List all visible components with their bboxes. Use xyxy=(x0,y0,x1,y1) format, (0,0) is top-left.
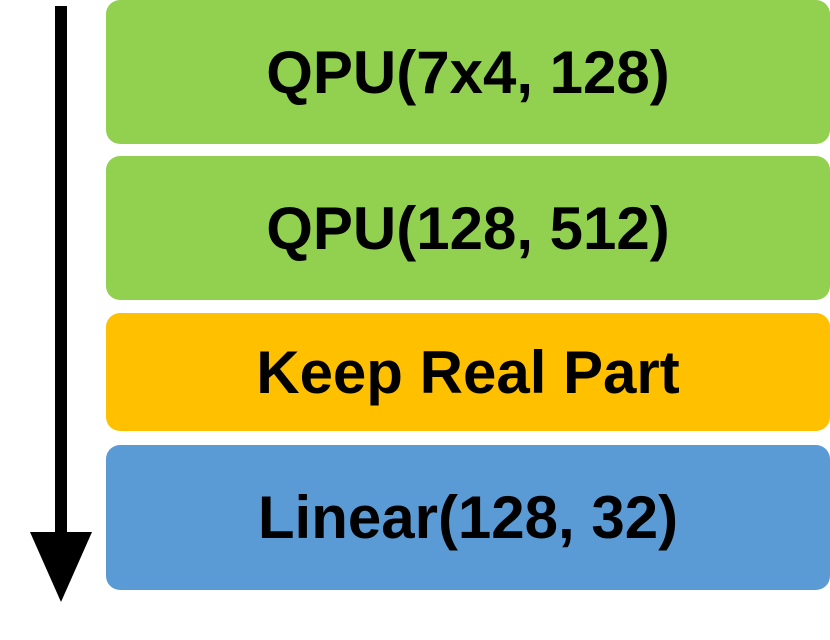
layer-label: QPU(128, 512) xyxy=(266,194,670,262)
layer-label: Keep Real Part xyxy=(256,338,680,406)
layer-block-qpu-2: QPU(128, 512) xyxy=(106,156,830,300)
arrow-shaft xyxy=(55,6,67,534)
arrowhead xyxy=(30,532,92,602)
flow-direction-arrow xyxy=(30,6,92,602)
layer-block-keep-real-part: Keep Real Part xyxy=(106,313,830,431)
layer-label: Linear(128, 32) xyxy=(257,484,679,551)
layer-block-qpu-1: QPU(7x4, 128) xyxy=(106,0,830,144)
layer-block-linear: Linear(128, 32) xyxy=(106,445,830,590)
layer-label: QPU(7x4, 128) xyxy=(266,38,670,106)
